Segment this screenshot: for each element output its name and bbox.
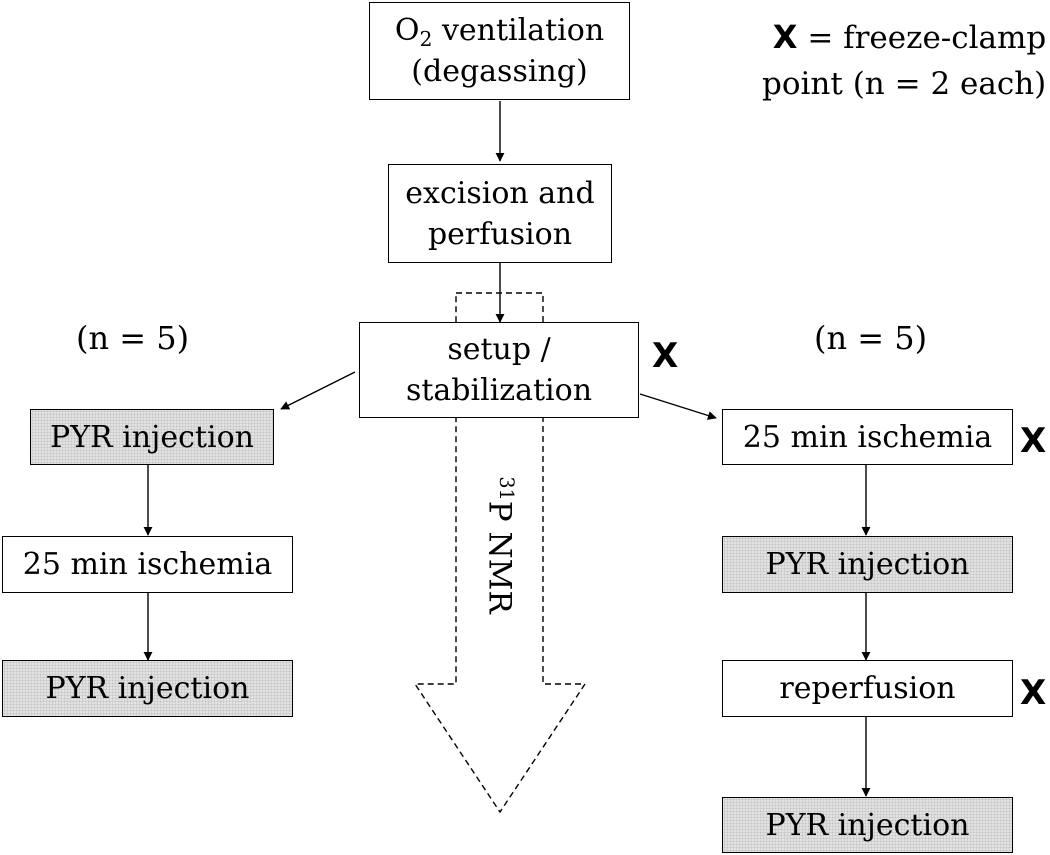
left-step-2-label: 25 min ischemia xyxy=(22,547,273,582)
arrow-setup-to-right xyxy=(639,393,717,420)
left-step-1-label: PYR injection xyxy=(50,419,254,455)
left-branch-count: (n = 5) xyxy=(76,319,190,357)
setup-stabilization-box: setup / stabilization xyxy=(359,322,639,418)
perfusion-label: perfusion xyxy=(427,216,573,252)
right-ischemia-box: 25 min ischemia xyxy=(722,409,1013,465)
freeze-mark-setup: X xyxy=(652,336,679,376)
o2-ventilation-box: O2 ventilation (degassing) xyxy=(369,2,630,100)
right-step-2-label: PYR injection xyxy=(765,547,970,582)
left-ischemia-box: 25 min ischemia xyxy=(2,536,293,593)
right-branch-count: (n = 5) xyxy=(814,319,928,357)
right-pyr-injection-box-2: PYR injection xyxy=(722,797,1013,853)
stabilization-label: stabilization xyxy=(405,373,593,408)
freeze-mark-reperfusion: X xyxy=(1020,673,1047,713)
legend: X = freeze-clamp point (n = 2 each) xyxy=(762,14,1046,107)
right-pyr-injection-box-1: PYR injection xyxy=(722,536,1013,593)
nmr-label: 31P NMR xyxy=(481,476,519,614)
arrow-setup-to-left xyxy=(280,371,356,410)
legend-x-mark: X xyxy=(772,18,798,56)
legend-text-1: = freeze-clamp xyxy=(807,20,1047,56)
degassing-label: (degassing) xyxy=(411,54,588,89)
left-step-3-label: PYR injection xyxy=(45,671,250,706)
right-reperfusion-box: reperfusion xyxy=(722,660,1013,717)
legend-line-1: X = freeze-clamp xyxy=(762,14,1047,61)
left-pyr-injection-box-1: PYR injection xyxy=(30,409,274,465)
right-step-3-label: reperfusion xyxy=(779,671,956,706)
setup-label: setup / xyxy=(447,332,551,367)
legend-line-2: point (n = 2 each) xyxy=(762,66,1047,102)
right-step-1-label: 25 min ischemia xyxy=(742,419,993,455)
left-pyr-injection-box-2: PYR injection xyxy=(2,660,293,717)
o2-ventilation-label: O2 ventilation xyxy=(394,13,605,52)
right-step-4-label: PYR injection xyxy=(765,807,970,843)
excision-perfusion-box: excision and perfusion xyxy=(388,164,612,263)
excision-label: excision and xyxy=(405,175,595,211)
freeze-mark-ischemia: X xyxy=(1020,421,1047,461)
